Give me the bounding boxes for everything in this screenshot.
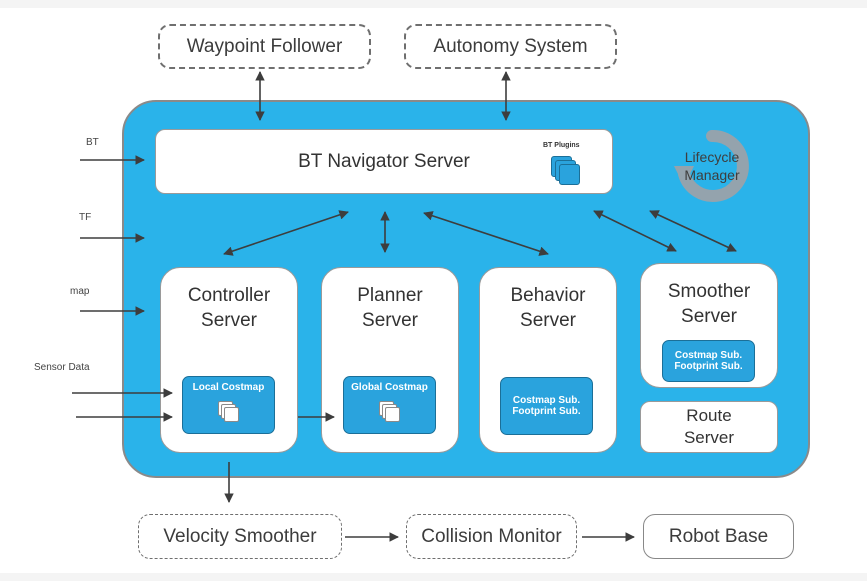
smoother-server-title: Smoother Server xyxy=(668,279,750,329)
global-costmap-label: Global Costmap xyxy=(351,382,428,393)
smoother-costmap-sub-box[interactable]: Costmap Sub. Footprint Sub. xyxy=(662,340,755,382)
behavior-server-line1: Behavior xyxy=(510,285,586,306)
bt-navigator-server-box[interactable]: BT Navigator Server xyxy=(155,129,613,194)
route-server-title: Route Server xyxy=(684,405,734,449)
behavior-footprint-sub-label: Footprint Sub. xyxy=(512,406,581,417)
local-costmap-box[interactable]: Local Costmap xyxy=(182,376,275,434)
map-input-label: map xyxy=(70,286,90,297)
lifecycle-manager-line2: Manager xyxy=(684,167,740,183)
velocity-smoother-box[interactable]: Velocity Smoother xyxy=(138,514,342,559)
autonomy-system-label: Autonomy System xyxy=(433,35,588,57)
smoother-costmap-sub-label: Costmap Sub. xyxy=(674,350,743,361)
autonomy-system-box[interactable]: Autonomy System xyxy=(404,24,617,69)
bt-navigator-server-title: BT Navigator Server xyxy=(298,150,470,172)
local-costmap-stack-icon xyxy=(217,401,240,423)
planner-server-line1: Planner xyxy=(357,285,423,306)
behavior-server-title: Behavior Server xyxy=(511,283,586,333)
robot-base-label: Robot Base xyxy=(668,525,769,547)
velocity-smoother-label: Velocity Smoother xyxy=(163,525,317,547)
bt-plugins-stack-icon xyxy=(551,156,581,186)
route-server-line1: Route xyxy=(686,406,732,425)
global-costmap-box[interactable]: Global Costmap xyxy=(343,376,436,434)
global-costmap-stack-icon xyxy=(378,401,401,423)
local-costmap-label: Local Costmap xyxy=(192,382,265,393)
waypoint-follower-box[interactable]: Waypoint Follower xyxy=(158,24,371,69)
smoother-footprint-sub-label: Footprint Sub. xyxy=(674,361,743,372)
controller-server-line1: Controller xyxy=(187,285,271,306)
lifecycle-manager-line1: Lifecycle xyxy=(684,149,740,165)
planner-server-line2: Server xyxy=(362,310,418,331)
sensor-data-input-label: Sensor Data xyxy=(34,362,90,373)
smoother-server-line1: Smoother xyxy=(667,281,751,302)
planner-server-title: Planner Server xyxy=(357,283,423,333)
lifecycle-manager-icon xyxy=(674,129,749,202)
lifecycle-manager-label: Lifecycle Manager xyxy=(672,148,752,184)
controller-server-line2: Server xyxy=(201,310,257,331)
robot-base-box[interactable]: Robot Base xyxy=(643,514,794,559)
route-server-box[interactable]: Route Server xyxy=(640,401,778,453)
behavior-costmap-sub-label: Costmap Sub. xyxy=(512,395,581,406)
waypoint-follower-label: Waypoint Follower xyxy=(186,35,343,57)
route-server-line2: Server xyxy=(683,428,735,447)
smoother-server-line2: Server xyxy=(681,306,737,327)
collision-monitor-box[interactable]: Collision Monitor xyxy=(406,514,577,559)
controller-server-title: Controller Server xyxy=(188,283,270,333)
bt-input-label: BT xyxy=(86,137,99,148)
top-band xyxy=(0,0,867,8)
bottom-band xyxy=(0,573,867,581)
collision-monitor-label: Collision Monitor xyxy=(421,525,562,547)
tf-input-label: TF xyxy=(79,212,92,223)
bt-plugins-label: BT Plugins xyxy=(543,142,580,149)
controller-server-box[interactable]: Controller Server xyxy=(160,267,298,453)
behavior-server-line2: Server xyxy=(520,310,576,331)
behavior-costmap-sub-box[interactable]: Costmap Sub. Footprint Sub. xyxy=(500,377,593,435)
